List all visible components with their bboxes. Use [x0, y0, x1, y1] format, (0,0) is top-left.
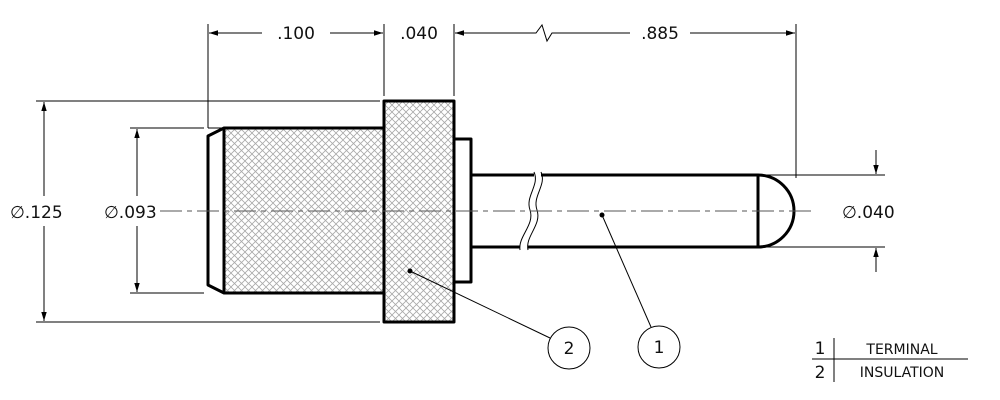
- bom-item-1: 1: [815, 339, 826, 359]
- balloon-1-label: 1: [654, 338, 665, 358]
- pin-right-edges: [528, 173, 758, 249]
- balloon-2-label: 2: [564, 339, 575, 359]
- dim-dia-pin: ∅.040: [842, 203, 895, 223]
- bom-desc-2: INSULATION: [860, 365, 945, 381]
- dim-len-front: .100: [277, 24, 315, 44]
- bom-table: 1 TERMINAL 2 INSULATION: [812, 338, 968, 383]
- bom-item-2: 2: [815, 363, 826, 383]
- balloon-1: 1: [599, 212, 681, 369]
- break-line-right: [527, 171, 543, 251]
- dim-line-len-pin-left: [455, 23, 630, 43]
- dim-dia-flange: ∅.125: [10, 203, 63, 223]
- dim-len-pin: .885: [641, 24, 679, 44]
- pin-left-edges: [471, 173, 534, 249]
- bom-desc-1: TERMINAL: [865, 342, 937, 358]
- dim-len-flange: .040: [400, 24, 438, 44]
- break-line-left: [519, 171, 536, 251]
- dim-dia-body: ∅.093: [104, 203, 157, 223]
- balloon-2: 2: [407, 268, 591, 370]
- extension-lines: [36, 24, 885, 323]
